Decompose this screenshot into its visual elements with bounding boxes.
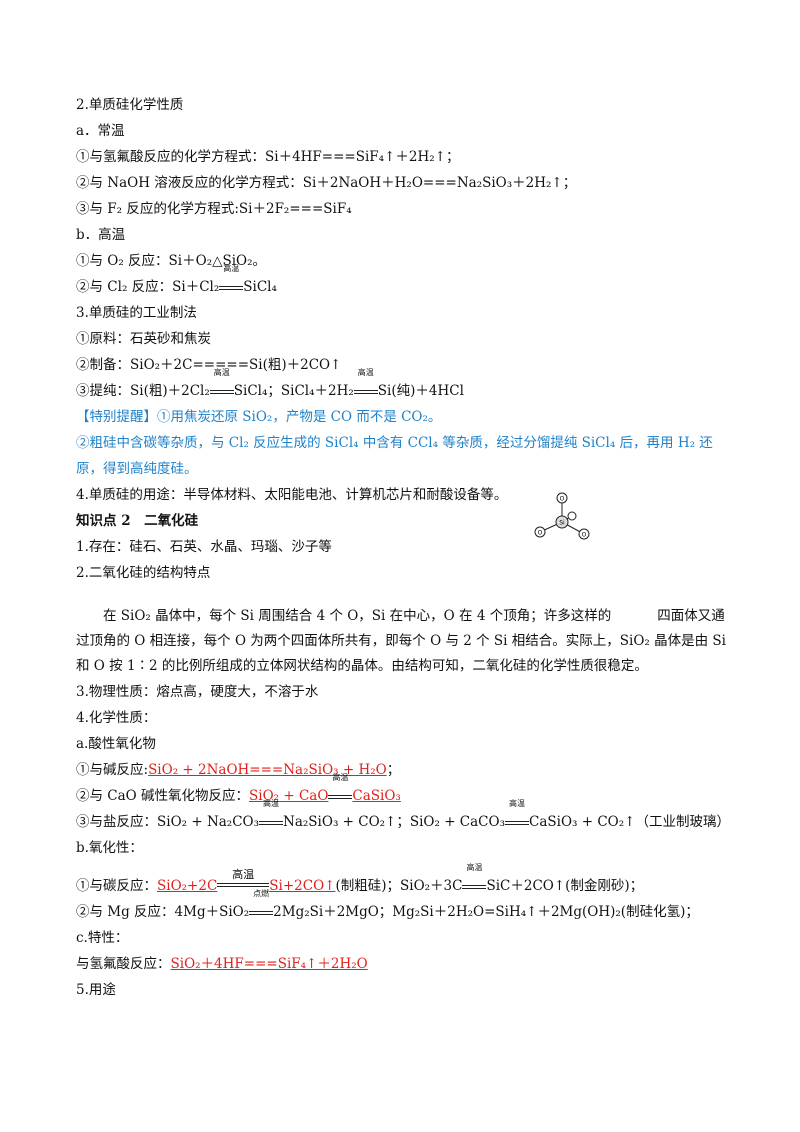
existence: 1.存在：硅石、石英、水晶、玛瑙、沙子等 bbox=[76, 539, 332, 555]
eq-sio2-naoh: ①与碱反应:SiO₂ + 2NaOH===Na₂SiO₃ + H₂O； bbox=[76, 762, 401, 778]
eq-si-hf: ①与氢氟酸反应的化学方程式：Si＋4HF===SiF₄↑＋2H₂↑； bbox=[76, 149, 460, 165]
tetra-label-o-right: O bbox=[582, 532, 587, 539]
document-page: 2.单质硅化学性质 a．常温 ①与氢氟酸反应的化学方程式：Si＋4HF===Si… bbox=[76, 92, 736, 1003]
condition-high-temp: 高温 bbox=[505, 799, 529, 835]
sub-heading-high-temp: b．高温 bbox=[76, 227, 126, 243]
condition-high-temp: 高温 bbox=[328, 773, 353, 809]
eq-preparation: ②制备：SiO₂＋2C=====Si(粗)＋2CO↑ bbox=[76, 357, 342, 373]
condition-high-temp: 高温 bbox=[209, 368, 234, 404]
sub-heading-room-temp: a．常温 bbox=[76, 123, 125, 139]
condition-high-temp: 高温 bbox=[259, 799, 284, 835]
knowledge-point-2-title: 知识点 2 二氧化硅 bbox=[76, 513, 199, 529]
heading-silicon-properties: 2.单质硅化学性质 bbox=[76, 97, 184, 113]
raw-materials: ①原料：石英砂和焦炭 bbox=[76, 331, 211, 347]
tetra-label-si: Si bbox=[559, 520, 565, 527]
condition-high-temp: 高温 bbox=[219, 264, 244, 300]
eq-si-o2: ①与 O₂ 反应：Si＋O₂△SiO₂。 bbox=[76, 253, 267, 269]
heading-industrial-method: 3.单质硅的工业制法 bbox=[76, 305, 197, 321]
condition-ignite: 点燃 bbox=[249, 889, 274, 925]
tetrahedron-diagram: O O O Si bbox=[534, 492, 590, 540]
special-note-1: 【特别提醒】①用焦炭还原 SiO₂，产物是 CO 而不是 CO₂。 bbox=[76, 409, 442, 425]
tetra-label-o-left: O bbox=[538, 530, 543, 537]
spacer bbox=[76, 861, 736, 873]
oxidizing-heading: b.氧化性： bbox=[76, 840, 143, 856]
eq-si-naoh: ②与 NaOH 溶液反应的化学方程式：Si＋2NaOH＋H₂O===Na₂SiO… bbox=[76, 175, 577, 191]
chemical-properties-heading: 4.化学性质： bbox=[76, 710, 157, 726]
condition-high-temp: 高温 bbox=[217, 868, 270, 894]
special-property-heading: c.特性： bbox=[76, 930, 129, 946]
physical-properties: 3.物理性质：熔点高，硬度大，不溶于水 bbox=[76, 684, 319, 700]
eq-sio2-hf: 与氢氟酸反应：SiO₂＋4HF===SiF₄↑＋2H₂O bbox=[76, 956, 368, 972]
uses-heading: 5.用途 bbox=[76, 982, 116, 998]
special-note-2: ②粗硅中含碳等杂质，与 Cl₂ 反应生成的 SiCl₄ 中含有 CCl₄ 等杂质… bbox=[76, 435, 713, 477]
eq-si-f2: ③与 F₂ 反应的化学方程式:Si＋2F₂===SiF₄ bbox=[76, 201, 352, 217]
silicon-uses: 4.单质硅的用途：半导体材料、太阳能电池、计算机芯片和耐酸设备等。 bbox=[76, 487, 508, 503]
tetra-label-o-top: O bbox=[560, 496, 565, 503]
structure-heading: 2.二氧化硅的结构特点 bbox=[76, 565, 211, 581]
acidic-oxide-heading: a.酸性氧化物 bbox=[76, 736, 156, 752]
structure-paragraph: 在 SiO₂ 晶体中，每个 Si 周围结合 4 个 O，Si 在中心，O 在 4… bbox=[76, 608, 726, 674]
spacer bbox=[76, 586, 736, 604]
condition-high-temp: 高温 bbox=[462, 863, 487, 899]
condition-high-temp: 高温 bbox=[353, 368, 378, 404]
